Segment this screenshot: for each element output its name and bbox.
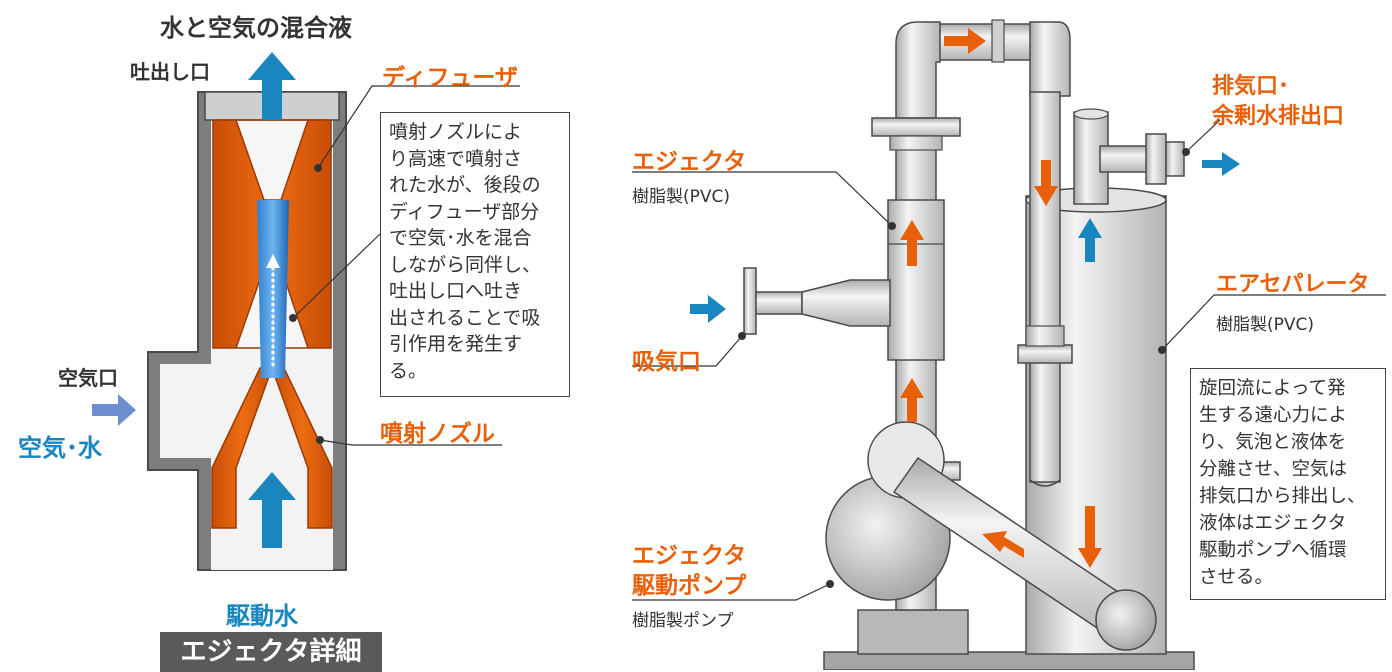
air-inlet-leader-dot	[738, 332, 746, 340]
exhaust-leader	[1185, 119, 1221, 153]
diffuser-note: 噴射ノズルによ り高速で噴射さ れた水が、後段の ディフューザ部分 で空気･水を…	[380, 112, 570, 397]
air-inlet-arrow-left	[92, 394, 136, 426]
note-line: 出されることで吸	[389, 306, 541, 329]
downcomer-pipe	[1029, 91, 1061, 483]
ejector-sub: 樹脂製(PVC)	[632, 187, 731, 207]
exhaust-leader-dot	[1182, 148, 1190, 156]
note-line: 液体はエジェクタ	[1199, 513, 1347, 534]
ejector-body-right	[887, 199, 945, 361]
nozzle-label: 噴射ノズル	[380, 421, 495, 447]
jet-stream	[257, 200, 289, 378]
note-line: 分離させ、空気は	[1199, 459, 1348, 480]
note-line: 駆動ポンプへ循環	[1199, 540, 1347, 561]
air-inlet-flange	[743, 267, 757, 335]
air-inlet-leader	[632, 335, 743, 367]
flow-arrow-return	[982, 531, 1024, 558]
note-line: 引作用を発生す	[389, 333, 523, 355]
pump-title-1: エジェクタ	[632, 543, 747, 569]
pump-title-2: 駆動ポンプ	[632, 573, 747, 599]
separator-title: エアセパレータ	[1216, 272, 1370, 297]
ejector-title: エジェクタ	[632, 149, 747, 175]
downcomer-end	[1029, 479, 1061, 487]
pump-sub: 樹脂製ポンプ	[632, 611, 734, 631]
outlet-label: 吐出し口	[130, 60, 210, 84]
ejector-leader	[632, 171, 893, 227]
nozzle-left	[211, 367, 274, 529]
air-up-arrow	[1078, 218, 1102, 262]
note-line: ディフューザ部分	[389, 200, 540, 223]
flow-arrow-riser-upper	[900, 220, 924, 266]
note-line: 旋回流によって発	[1199, 378, 1346, 399]
air-inlet-label: 吸気口	[632, 349, 701, 375]
top-elbow-right	[1029, 21, 1071, 97]
riser-sleeve-top	[889, 135, 943, 151]
air-port-label: 空気口	[58, 366, 118, 390]
air-water-label: 空気･水	[18, 434, 102, 462]
diffuser-label: ディフューザ	[382, 65, 518, 91]
separator-leader	[1161, 294, 1386, 351]
note-line: れた水が、後段の	[389, 174, 541, 196]
pump-leader	[632, 583, 831, 601]
vent-valve	[1145, 133, 1167, 185]
drive-water-label: 駆動水	[226, 602, 298, 630]
ejector-detail	[92, 52, 520, 571]
nozzle-leader-dot	[316, 436, 324, 444]
vent-outlet	[1165, 141, 1185, 177]
vent-pipe-top	[1073, 108, 1109, 120]
note-line: 吐出し口へ吐き	[389, 280, 523, 302]
separator-note: 旋回流によって発 生する遠心力によ り、気泡と液体を 分離させ、空気は 排気口か…	[1190, 368, 1386, 600]
pump-leader-dot	[826, 580, 834, 588]
air-in-arrow	[690, 295, 726, 323]
drive-water-arrow	[248, 472, 296, 548]
diffuser-leader	[317, 85, 520, 169]
top-coupling	[991, 19, 1005, 63]
downcomer-flange	[1017, 344, 1073, 364]
vent-horizontal	[1099, 145, 1153, 173]
flow-arrow-riser-lower	[900, 378, 924, 422]
ejector-system	[632, 19, 1386, 670]
note-line: 生する遠心力によ	[1199, 405, 1348, 426]
exhaust-arrow	[1202, 152, 1240, 176]
flow-arrow-top	[944, 28, 986, 54]
nozzle-leader	[319, 439, 502, 446]
mixture-title: 水と空気の混合液	[160, 14, 352, 42]
air-inlet-pipe	[755, 291, 803, 315]
note-leader-dot-left	[289, 314, 297, 322]
pump-base	[857, 609, 969, 655]
return-pipe-elbow	[1095, 589, 1157, 651]
note-line: しながら同伴し、	[389, 253, 542, 276]
outlet-arrow	[248, 52, 296, 120]
jet-arrow-head	[266, 254, 280, 268]
note-line: させる。	[1199, 567, 1274, 588]
note-line: り、気泡と液体を	[1199, 432, 1347, 453]
flow-arrow-down-2	[1078, 506, 1102, 568]
detail-caption: エジェクタ詳細	[160, 632, 382, 672]
flow-arrow-down-1	[1034, 160, 1058, 206]
separator-sub: 樹脂製(PVC)	[1216, 315, 1315, 335]
note-line: る。	[389, 359, 428, 382]
separator-leader-dot	[1158, 346, 1166, 354]
note-line: で空気･水を混合	[389, 227, 532, 249]
air-inlet-reducer	[801, 279, 891, 327]
note-line: り高速で噴射さ	[389, 147, 523, 170]
note-leader-left	[292, 233, 381, 319]
exhaust-label-2: 余剰水排出口	[1212, 104, 1345, 129]
note-line: 噴射ノズルによ	[389, 121, 523, 143]
note-line: 排気口から排出し、	[1199, 486, 1366, 507]
downcomer-sleeve	[1025, 325, 1065, 347]
exhaust-label-1: 排気口･	[1212, 74, 1290, 99]
diffuser-leader-dot	[314, 164, 322, 172]
ejector-leader-dot	[888, 222, 896, 230]
riser-flange-top	[871, 117, 961, 137]
system-base	[823, 651, 1195, 670]
top-elbow-left	[895, 21, 941, 121]
